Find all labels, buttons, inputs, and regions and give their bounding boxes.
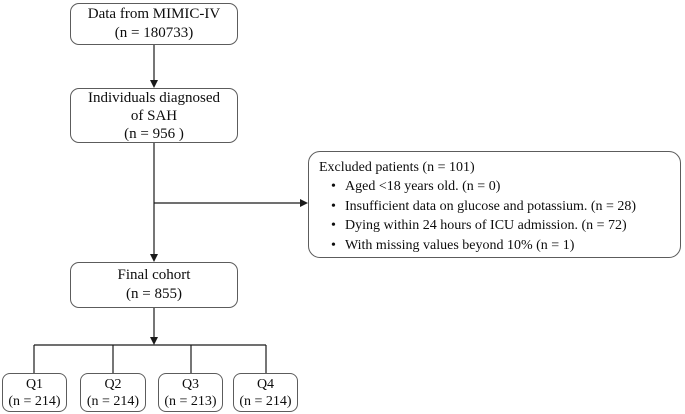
- node-count: (n = 855): [126, 286, 182, 302]
- quartile-label: Q3: [181, 376, 200, 392]
- quartile-label: Q4: [256, 376, 275, 392]
- list-item: • Insufficient data on glucose and potas…: [319, 197, 672, 217]
- excluded-criterion: Insufficient data on glucose and potassi…: [345, 198, 637, 214]
- bullet-icon: •: [331, 198, 336, 214]
- node-quartile-q1: Q1 (n = 214): [2, 373, 67, 412]
- excluded-criterion: Aged <18 years old. (n = 0): [345, 179, 501, 194]
- quartile-label: Q2: [104, 376, 122, 392]
- node-label: of SAH: [130, 107, 178, 124]
- node-sah-diagnosed: Individuals diagnosed of SAH (n = 956 ): [70, 88, 238, 143]
- arrowhead-right-icon: [300, 199, 308, 207]
- bullet-icon: •: [331, 179, 336, 194]
- list-item: • With missing values beyond 10% (n = 1): [319, 236, 672, 256]
- node-excluded-patients: Excluded patients (n = 101) • Aged <18 y…: [308, 151, 681, 258]
- arrowhead-down-icon: [150, 80, 158, 88]
- quartile-count: (n = 214): [239, 393, 292, 409]
- node-count: (n = 180733): [114, 25, 194, 41]
- quartile-count: (n = 213): [164, 393, 217, 409]
- node-count: (n = 956 ): [124, 125, 184, 142]
- node-label: Final cohort: [117, 267, 191, 283]
- node-label: Data from MIMIC-IV: [87, 6, 221, 22]
- excluded-criterion: Dying within 24 hours of ICU admission. …: [345, 218, 627, 233]
- quartile-count: (n = 214): [8, 393, 61, 409]
- excluded-criterion: With missing values beyond 10% (n = 1): [345, 237, 575, 253]
- arrowhead-down-icon: [150, 254, 158, 262]
- node-quartile-q2: Q2 (n = 214): [80, 373, 146, 412]
- bullet-icon: •: [331, 237, 336, 253]
- excluded-title: Excluded patients (n = 101): [319, 160, 475, 175]
- quartile-count: (n = 214): [86, 393, 140, 409]
- bullet-icon: •: [331, 218, 336, 233]
- arrowhead-down-icon: [150, 337, 158, 345]
- quartile-label: Q1: [25, 376, 44, 392]
- excluded-criteria-list: • Aged <18 years old. (n = 0) • Insuffic…: [319, 177, 672, 255]
- node-quartile-q3: Q3 (n = 213): [158, 373, 223, 412]
- node-label: Individuals diagnosed: [87, 89, 221, 106]
- list-item: • Dying within 24 hours of ICU admission…: [319, 216, 672, 236]
- node-quartile-q4: Q4 (n = 214): [233, 373, 298, 412]
- list-item: • Aged <18 years old. (n = 0): [319, 177, 672, 197]
- node-data-source: Data from MIMIC-IV (n = 180733): [70, 3, 238, 45]
- node-final-cohort: Final cohort (n = 855): [70, 262, 238, 308]
